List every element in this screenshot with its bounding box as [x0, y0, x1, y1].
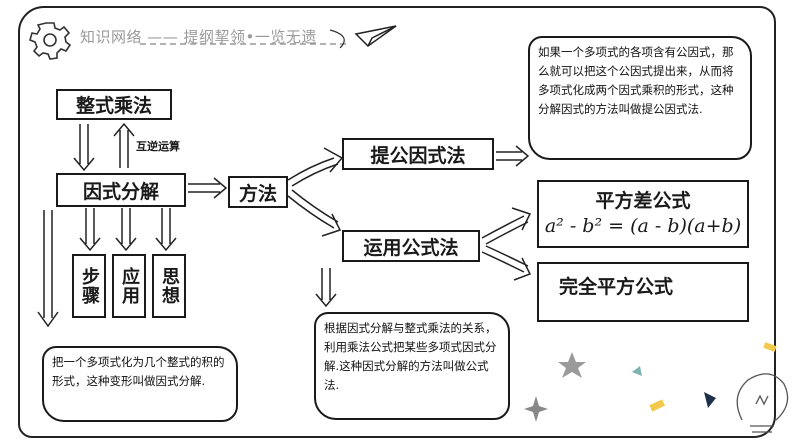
node-method: 方法	[228, 176, 288, 208]
teal-confetti	[632, 366, 642, 376]
arrow-to-common-factor-note	[496, 145, 530, 167]
sparkle-decoration	[524, 396, 548, 422]
yellow-confetti-2	[763, 342, 777, 352]
arrows-to-subnodes	[79, 208, 177, 252]
down-double-arrow	[73, 124, 95, 172]
node-multiplication: 整式乘法	[56, 89, 172, 120]
note-definition: 把一个多项式化为几个整式的积的形式，这种变形叫做因式分解.	[42, 346, 238, 422]
teal-confetti-2	[704, 392, 716, 408]
arrow-to-formula-note	[315, 268, 337, 308]
difference-of-squares-formula: a² - b² = (a - b)(a+b)	[544, 215, 742, 237]
node-perfect-square: 完全平方公式	[537, 262, 749, 322]
difference-of-squares-title: 平方差公式	[595, 190, 691, 212]
lightbulb-icon	[736, 373, 789, 433]
arrow-to-perfect-square	[481, 245, 532, 281]
node-thinking: 思想	[152, 254, 186, 318]
outer-frame	[18, 6, 776, 438]
arrow-to-difference-of-squares	[481, 207, 532, 245]
right-double-arrow-method	[188, 177, 228, 199]
node-steps: 步骤	[72, 254, 106, 318]
gear-icon	[29, 22, 72, 60]
node-formula-method: 运用公式法	[342, 230, 480, 262]
node-application: 应用	[112, 254, 146, 318]
up-double-arrow	[113, 122, 135, 168]
arrow-to-formula-method	[287, 189, 342, 237]
node-factorization: 因式分解	[56, 173, 186, 207]
header-title: 知识网络 —— 提纲挈领•一览无遗	[80, 28, 317, 46]
arrow-to-definition-note	[37, 210, 59, 328]
note-formula-method: 根据因式分解与整式乘法的关系，利用乘法公式把某些多项式因式分解.这种因式分解的方…	[314, 312, 510, 420]
star-decoration	[558, 352, 586, 378]
arrow-to-common-factor	[287, 147, 344, 187]
yellow-confetti	[649, 399, 666, 412]
node-common-factor: 提公因式法	[342, 138, 494, 170]
node-difference-of-squares: 平方差公式 a² - b² = (a - b)(a+b)	[537, 180, 749, 248]
note-common-factor: 如果一个多项式的各项含有公因式，那么就可以把这个公因式提出来，从而将多项式化成两…	[528, 36, 752, 160]
inverse-operation-label: 互逆运算	[136, 140, 180, 153]
paper-plane-icon	[354, 25, 397, 47]
